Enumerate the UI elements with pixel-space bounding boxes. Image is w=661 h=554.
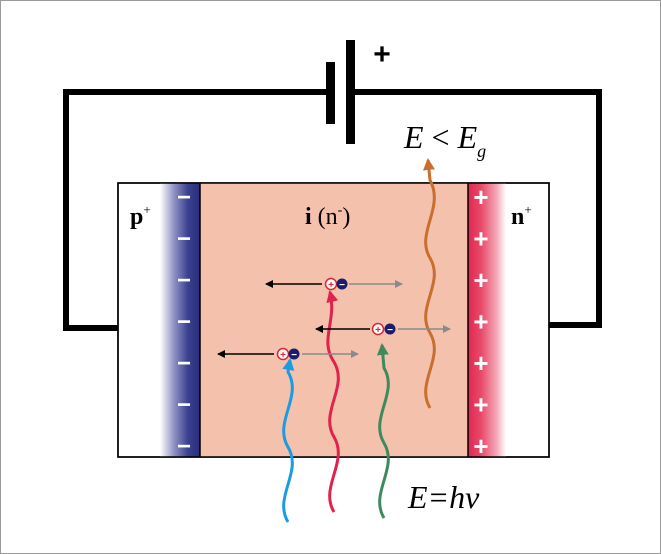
negative-space-charges: − − − − − − − <box>177 184 191 460</box>
negative-charge-mark: − <box>177 184 191 211</box>
positive-charge-mark: + <box>473 390 488 420</box>
electron-hole-pair-2: + − <box>371 322 396 336</box>
electron-sign: − <box>387 325 393 336</box>
battery-plus-label: + <box>373 38 391 71</box>
negative-charge-mark: − <box>177 267 191 294</box>
positive-space-charges: + + + + + + + <box>473 182 488 461</box>
negative-charge-mark: − <box>177 350 191 377</box>
wire-right <box>351 89 602 328</box>
positive-charge-mark: + <box>473 182 488 212</box>
electron-sign: − <box>291 350 297 361</box>
sub-bandgap-photon-label: E<Eg <box>403 119 486 161</box>
negative-charge-mark: − <box>177 392 191 419</box>
electron-hole-pair-3: + − <box>276 347 300 361</box>
photon-wave-green <box>376 343 390 519</box>
positive-charge-mark: + <box>473 307 488 337</box>
circuit-wire <box>63 89 602 331</box>
n-region-label: n+ <box>511 202 532 230</box>
photon-wave-blue <box>282 358 295 523</box>
hole-sign: + <box>375 325 381 336</box>
battery-short-plate <box>326 62 335 124</box>
wire-left <box>63 89 330 331</box>
positive-charge-mark: + <box>473 348 488 378</box>
i-region-label: i(n-) <box>305 203 350 230</box>
electron-icon <box>384 323 396 335</box>
electron-icon <box>288 348 300 360</box>
hole-sign: + <box>328 280 334 291</box>
negative-charge-mark: − <box>177 433 191 460</box>
device-outline <box>117 182 550 458</box>
electron-icon <box>336 278 348 290</box>
electron-sign: − <box>339 280 345 291</box>
positive-charge-mark: + <box>473 224 488 254</box>
battery-icon: + <box>326 38 391 144</box>
hole-icon <box>371 322 385 336</box>
positive-charge-mark: + <box>473 431 488 461</box>
hole-sign: + <box>280 350 286 361</box>
positive-charge-mark: + <box>473 265 488 295</box>
n-depletion-layer <box>468 183 506 457</box>
negative-charge-mark: − <box>177 309 191 336</box>
negative-charge-mark: − <box>177 226 191 253</box>
intrinsic-region <box>200 183 468 457</box>
battery-long-plate <box>346 40 355 144</box>
p-depletion-layer <box>160 183 200 457</box>
p-region-label: p+ <box>130 202 151 230</box>
photon-wave-red <box>326 290 340 513</box>
photon-energy-label: E=hν <box>407 479 480 515</box>
photon-wave-orange <box>423 158 436 409</box>
electron-hole-pair-1: + − <box>324 277 348 291</box>
